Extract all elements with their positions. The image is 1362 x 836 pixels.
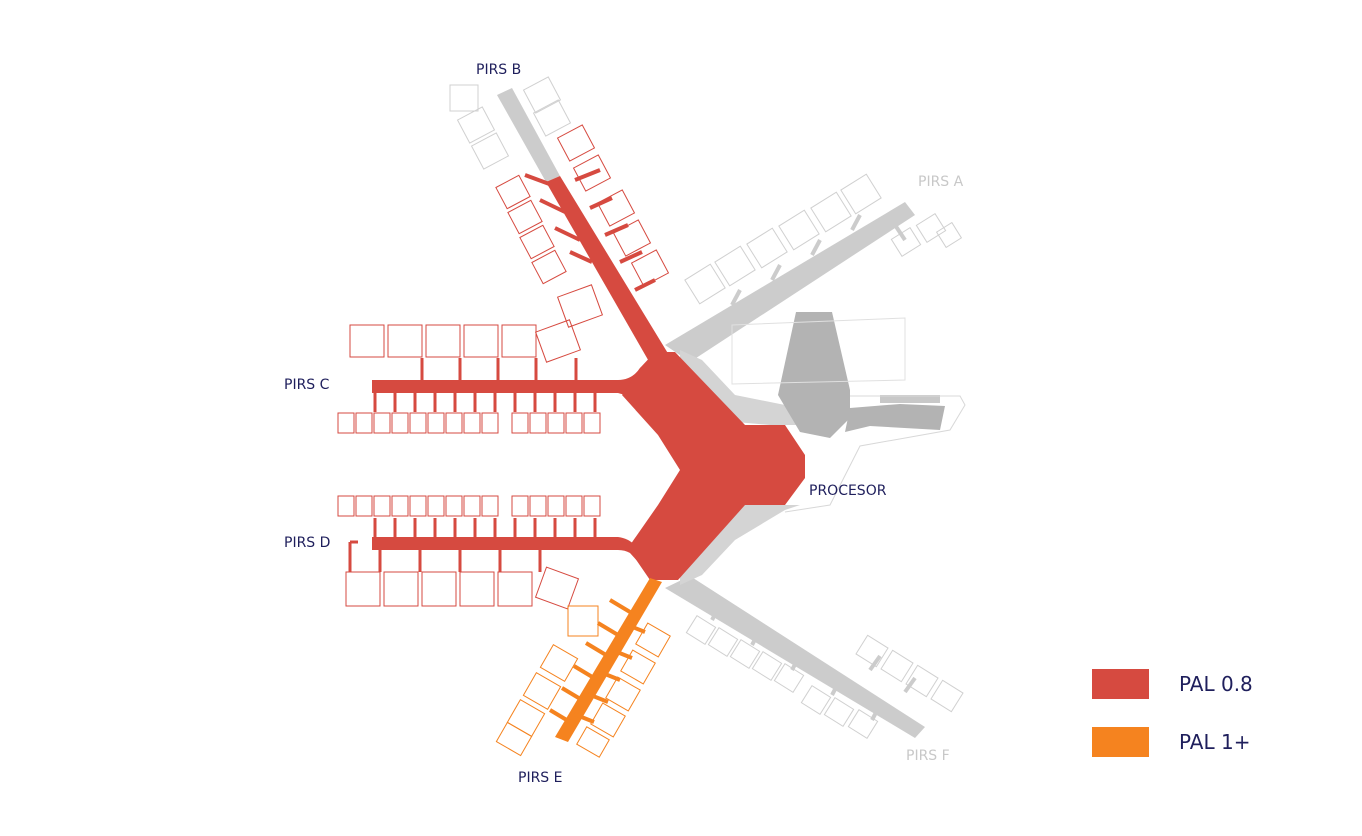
legend-item-pal-low: PAL 0.8 (1092, 668, 1253, 700)
pal-low-structures (372, 176, 805, 580)
central-hub (622, 352, 805, 580)
pier-b-stubs (524, 168, 656, 292)
label-processor: PROCESOR (809, 483, 887, 499)
processor-connector-strip (880, 395, 940, 403)
pier-c-stubs (373, 358, 597, 412)
pier-f-gates (685, 615, 964, 739)
legend-item-pal-high: PAL 1+ (1092, 726, 1253, 758)
legend-label-pal-high: PAL 1+ (1179, 730, 1251, 754)
pier-f-corridor (665, 576, 925, 738)
pier-e-gates (495, 605, 671, 758)
label-pier-f: PIRS F (906, 748, 950, 764)
pier-e-corridor (555, 578, 662, 742)
label-pier-b: PIRS B (476, 62, 521, 78)
processor-building (778, 312, 850, 438)
label-pier-a: PIRS A (918, 174, 964, 190)
label-pier-e: PIRS E (518, 770, 562, 786)
label-pier-c: PIRS C (284, 377, 330, 393)
pier-b-upper-corridor (497, 88, 560, 182)
labels: PIRS A PIRS B PIRS C PIRS D PIRS E PIRS … (284, 62, 964, 786)
legend-swatch-pal-high (1092, 727, 1149, 757)
pier-d-corridor (372, 537, 660, 575)
pier-f-stubs (710, 604, 917, 721)
pier-b-upper-gates (449, 76, 572, 170)
pier-c-corridor (372, 360, 660, 395)
legend-label-pal-low: PAL 0.8 (1179, 672, 1253, 696)
legend: PAL 0.8 PAL 1+ (1092, 668, 1253, 784)
pier-c-gates (337, 324, 601, 434)
pier-d-gates (337, 495, 601, 610)
inactive-structures (497, 88, 966, 738)
pier-a-gates (684, 173, 963, 305)
pier-d-stubs (348, 518, 597, 572)
processor-outline-right (784, 395, 966, 513)
processor-outline (731, 317, 906, 385)
legend-swatch-pal-low (1092, 669, 1149, 699)
pal-high-structures (495, 578, 671, 758)
pier-b-gates (495, 124, 670, 363)
pier-a-stubs (730, 214, 907, 306)
label-pier-d: PIRS D (284, 535, 330, 551)
pier-a-corridor (665, 202, 915, 362)
pier-b-corridor (546, 176, 672, 372)
processor-connector (845, 404, 945, 432)
